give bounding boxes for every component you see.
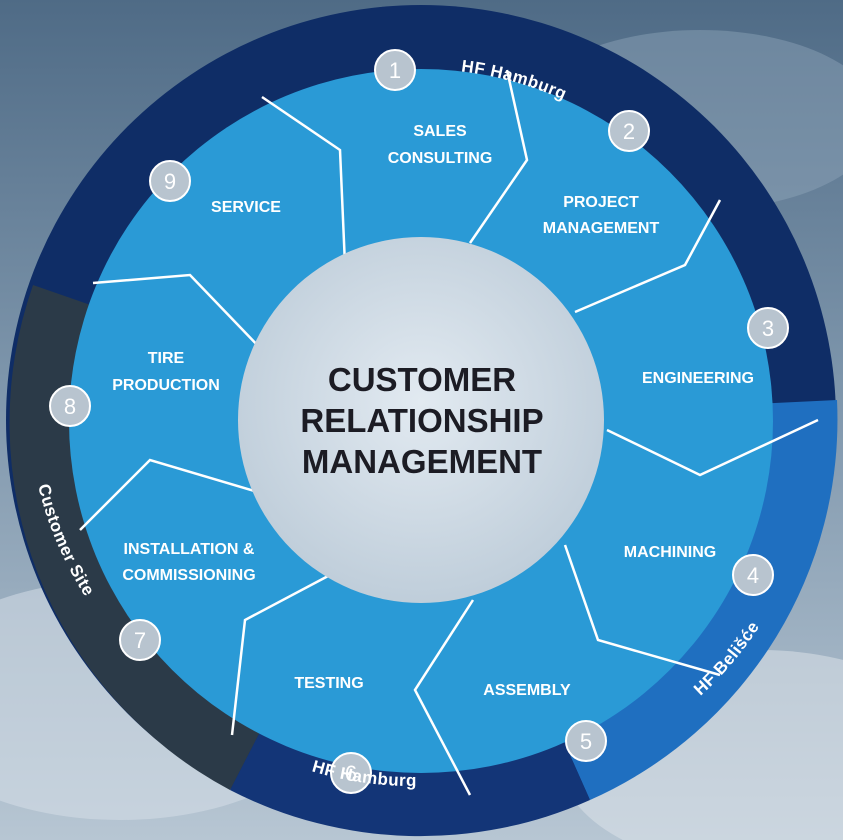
segment-borders xyxy=(79,69,819,796)
segment-installation-commissioning: INSTALLATION & COMMISSIONING xyxy=(122,541,255,584)
segment-label: TIRE xyxy=(148,350,185,367)
step-badges: 1 2 3 4 5 6 7 8 xyxy=(49,49,789,794)
step-badge-1: 1 xyxy=(374,49,416,91)
step-badge-7: 7 xyxy=(119,619,161,661)
step-badge-4: 4 xyxy=(732,554,774,596)
segment-label: PROJECT xyxy=(563,194,639,211)
center-circle xyxy=(238,237,604,603)
center-title: CUSTOMER RELATIONSHIP MANAGEMENT xyxy=(300,361,543,480)
step-number: 5 xyxy=(580,729,592,754)
segment-label: ENGINEERING xyxy=(642,370,754,387)
segment-label: PRODUCTION xyxy=(112,377,220,394)
segment-label: INSTALLATION & xyxy=(124,541,255,558)
segment-assembly: ASSEMBLY xyxy=(483,682,571,699)
segment-testing: TESTING xyxy=(294,675,363,692)
step-badge-6: 6 xyxy=(330,752,372,794)
step-number: 7 xyxy=(134,628,146,653)
step-number: 8 xyxy=(64,394,76,419)
segment-tire-production: TIRE PRODUCTION xyxy=(112,350,220,394)
segment-label: MANAGEMENT xyxy=(543,220,660,237)
segment-project-management: PROJECT MANAGEMENT xyxy=(543,194,660,237)
segment-label: CONSULTING xyxy=(388,150,493,167)
segment-label: TESTING xyxy=(294,675,363,692)
step-badge-5: 5 xyxy=(565,720,607,762)
segment-engineering: ENGINEERING xyxy=(642,370,754,387)
step-badge-8: 8 xyxy=(49,385,91,427)
step-badge-3: 3 xyxy=(747,307,789,349)
center-line-2: RELATIONSHIP xyxy=(300,402,543,439)
step-badge-2: 2 xyxy=(608,110,650,152)
step-number: 1 xyxy=(389,58,401,83)
segment-label: SALES xyxy=(413,123,467,140)
segment-label: ASSEMBLY xyxy=(483,682,571,699)
step-badge-9: 9 xyxy=(149,160,191,202)
segment-label: COMMISSIONING xyxy=(122,567,255,584)
step-number: 2 xyxy=(623,119,635,144)
segment-label: MACHINING xyxy=(624,544,716,561)
step-number: 4 xyxy=(747,563,759,588)
step-number: 6 xyxy=(345,761,357,786)
segment-service: SERVICE xyxy=(211,199,281,216)
center-line-1: CUSTOMER xyxy=(328,361,516,398)
step-number: 3 xyxy=(762,316,774,341)
segment-label: SERVICE xyxy=(211,199,281,216)
segment-machining: MACHINING xyxy=(624,544,716,561)
center-line-3: MANAGEMENT xyxy=(302,443,542,480)
step-number: 9 xyxy=(164,169,176,194)
segment-sales-consulting: SALES CONSULTING xyxy=(388,123,493,167)
